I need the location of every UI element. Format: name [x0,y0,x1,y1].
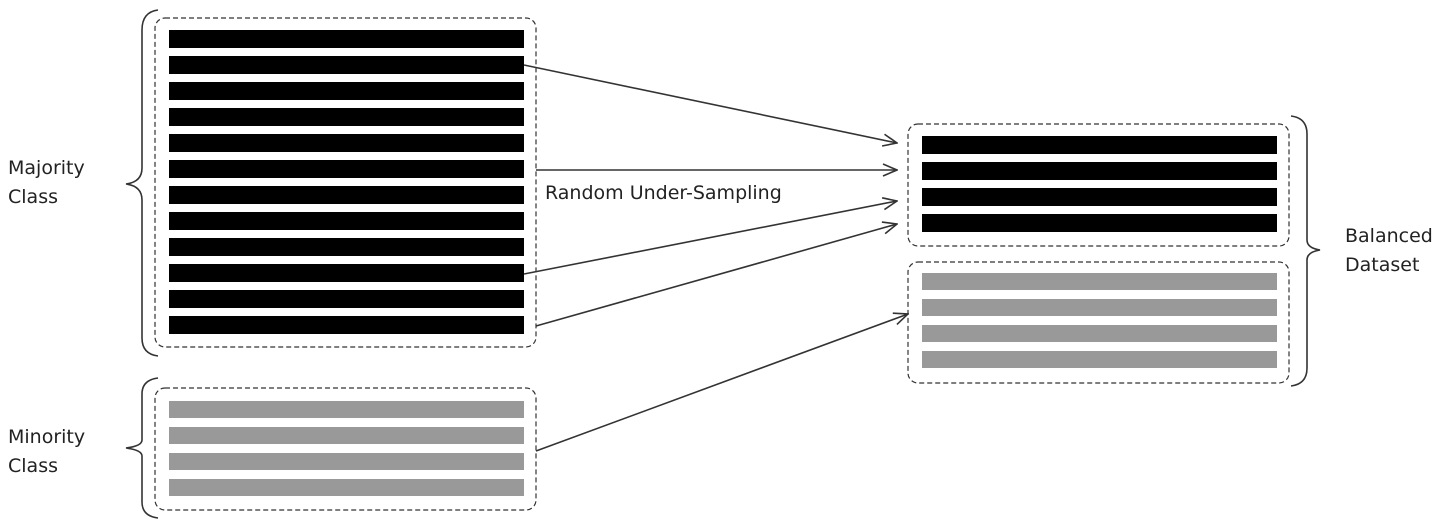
balanced-majority-row-bar [922,136,1277,154]
majority-row-bar [169,316,524,334]
minority-arrow [535,314,908,452]
majority-brace [125,9,159,357]
balanced-minority-rows [922,273,1277,368]
balanced-minority-row-bar [922,273,1277,290]
majority-row-bar [169,108,524,126]
balanced-minority-row-bar [922,351,1277,368]
majority-row-bar [169,30,524,48]
minority-brace [125,377,159,519]
minority-row-bar [169,401,524,418]
balanced-label-line2: Dataset [1345,254,1419,276]
majority-row-bar [169,212,524,230]
balanced-brace [1290,115,1321,387]
majority-container [154,17,537,348]
majority-row-bar [169,134,524,152]
minority-row-bar [169,427,524,444]
majority-label-line1: Majority [8,157,85,179]
minority-label-line1: Minority [8,426,85,448]
minority-container [154,387,537,511]
majority-label-line2: Class [8,186,58,208]
balanced-minority-row-bar [922,299,1277,316]
majority-row-bar [169,238,524,256]
balanced-minority-row-bar [922,325,1277,342]
balanced-majority-row-bar [922,214,1277,232]
minority-label-line2: Class [8,455,58,477]
majority-row-bar [169,290,524,308]
majority-row-bar [169,56,524,74]
balanced-majority-row-bar [922,162,1277,180]
minority-row-bar [169,453,524,470]
balanced-majority-container [907,123,1290,247]
majority-row-bar [169,160,524,178]
sampling-arrow-4 [535,224,897,327]
sampling-arrow-3 [523,201,897,275]
majority-row-bar [169,264,524,282]
minority-rows [169,401,524,496]
balanced-majority-rows [922,136,1277,232]
process-label: Random Under-Sampling [545,182,782,204]
sampling-arrow-1 [523,64,897,143]
majority-row-bar [169,186,524,204]
balanced-label-line1: Balanced [1345,225,1433,247]
majority-row-bar [169,82,524,100]
balanced-majority-row-bar [922,188,1277,206]
majority-rows [169,30,524,334]
minority-row-bar [169,479,524,496]
